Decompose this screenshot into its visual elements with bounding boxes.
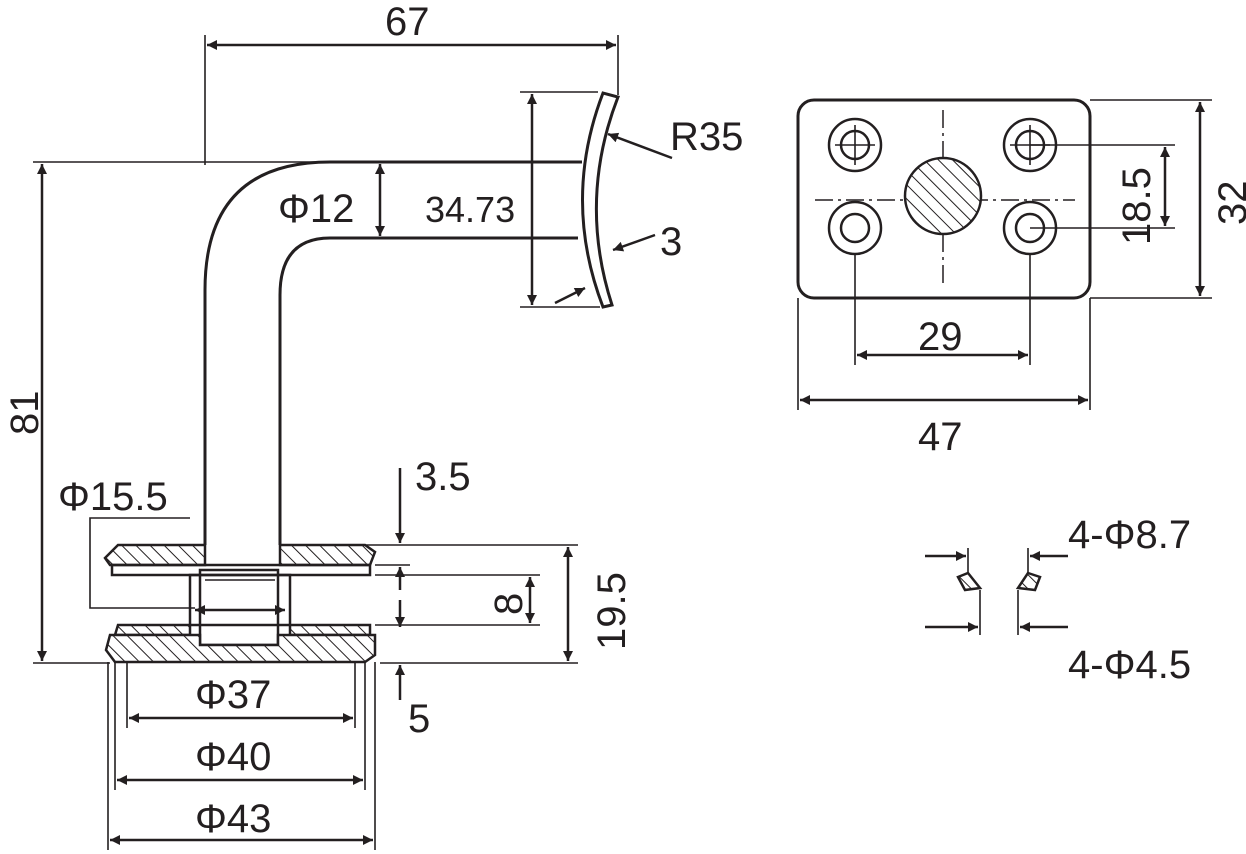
dim-3-5-label: 3.5 — [415, 455, 471, 499]
dim-18-5: 18.5 — [1030, 144, 1175, 245]
dim-phi12: Φ12 — [278, 164, 385, 236]
dim-3-5: 3.5 — [365, 455, 471, 590]
dim-81-label: 81 — [3, 391, 47, 436]
hole-countersink-label: 4-Φ8.7 — [1068, 513, 1191, 557]
dim-32-label: 32 — [1211, 181, 1246, 226]
saddle — [581, 91, 621, 309]
dim-67: 67 — [204, 0, 619, 165]
dim-18-5-label: 18.5 — [1115, 167, 1159, 245]
dim-8: 8 — [375, 574, 540, 627]
dim-34-73-label: 34.73 — [425, 189, 515, 230]
dim-29-label: 29 — [918, 315, 963, 359]
dim-r35: R35 — [607, 115, 743, 160]
dim-3-label: 3 — [660, 220, 682, 264]
dim-47-label: 47 — [918, 415, 963, 459]
dim-phi15-5-label: Φ15.5 — [58, 475, 168, 519]
dim-34-73: 34.73 — [425, 91, 600, 308]
dim-81: 81 — [3, 161, 330, 664]
dim-29: 29 — [854, 254, 1031, 365]
dim-32: 32 — [1090, 99, 1246, 299]
dim-phi37-label: Φ37 — [195, 673, 271, 717]
dim-67-label: 67 — [385, 0, 430, 44]
handrail-tube — [203, 160, 582, 545]
dim-r35-label: R35 — [670, 115, 743, 159]
dim-phi12-label: Φ12 — [278, 187, 354, 231]
base-assembly — [103, 543, 377, 664]
dim-phi43-label: Φ43 — [195, 797, 271, 841]
dim-phi40-label: Φ40 — [195, 735, 271, 779]
countersink-detail: 4-Φ8.7 4-Φ4.5 — [925, 513, 1191, 687]
hole-diameter-label: 4-Φ4.5 — [1068, 643, 1191, 687]
dim-diameters: Φ37 Φ40 Φ43 — [107, 662, 376, 850]
top-view-plate — [796, 98, 1092, 300]
dim-5: 5 — [395, 665, 430, 741]
dim-19-5-label: 19.5 — [590, 572, 634, 650]
dim-3: 3 — [612, 220, 682, 264]
dim-19-5: 19.5 — [380, 544, 634, 664]
dim-phi15-5: Φ15.5 — [58, 475, 195, 609]
dim-8-label: 8 — [487, 593, 531, 615]
dim-47: 47 — [797, 298, 1091, 459]
dim-5-label: 5 — [408, 697, 430, 741]
